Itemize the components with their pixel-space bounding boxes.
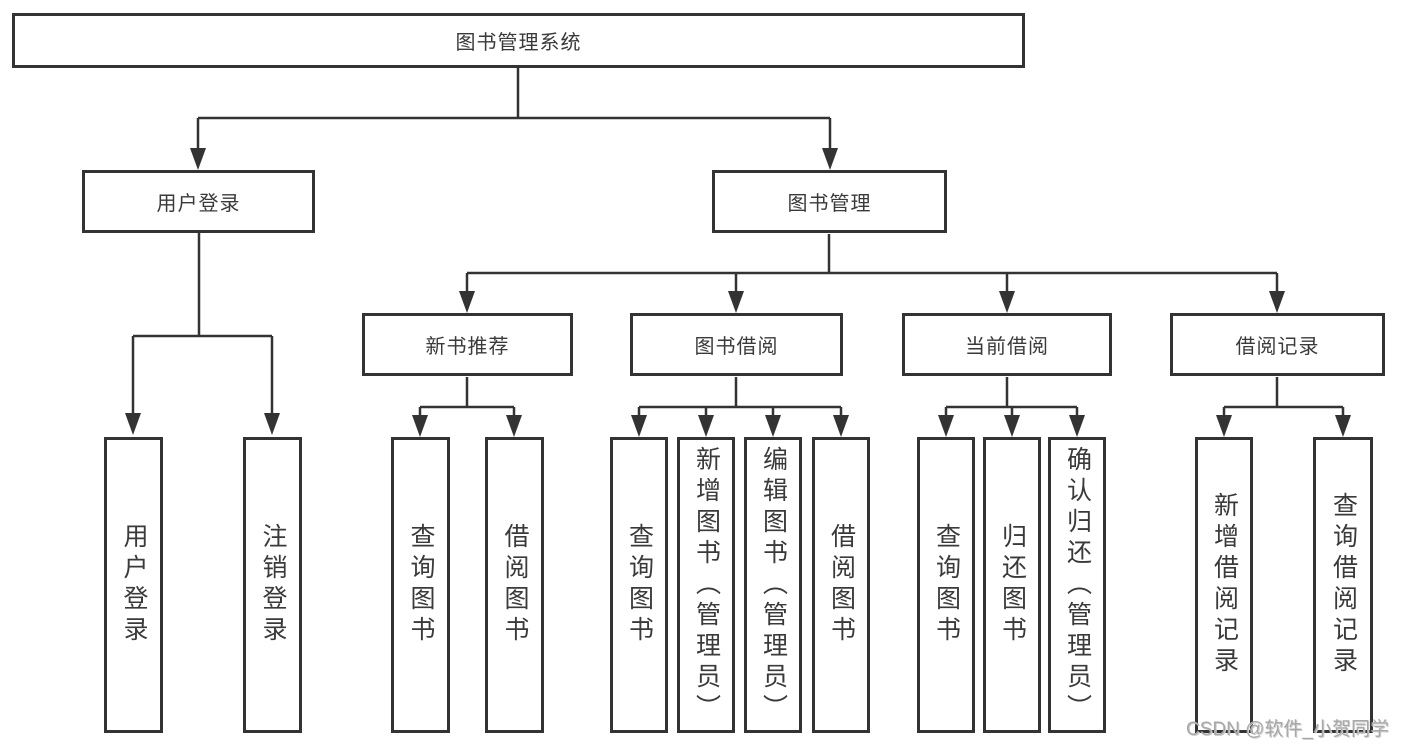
leaf-add-book-admin: 新增图书（管理员） <box>677 437 735 733</box>
node-new-book-recommendation: 新书推荐 <box>362 313 573 376</box>
node-library-management-system: 图书管理系统 <box>12 13 1025 68</box>
leaf-borrow-books-recommend: 借阅图书 <box>485 437 544 733</box>
leaf-query-books-borrowing: 查询图书 <box>610 437 668 733</box>
csdn-watermark: CSDN @软件_小贺同学 <box>1186 719 1389 740</box>
leaf-edit-book-admin: 编辑图书（管理员） <box>744 437 802 733</box>
leaf-logout: 注销登录 <box>243 437 302 733</box>
node-user-login: 用户登录 <box>82 170 315 233</box>
node-book-borrowing: 图书借阅 <box>630 313 843 376</box>
leaf-query-borrow-record: 查询借阅记录 <box>1313 437 1373 733</box>
leaf-user-login: 用户登录 <box>104 437 163 733</box>
leaf-add-borrow-record: 新增借阅记录 <box>1195 437 1253 733</box>
leaf-confirm-return-admin: 确认归还（管理员） <box>1048 437 1106 733</box>
leaf-query-books-recommend: 查询图书 <box>391 437 450 733</box>
node-book-management: 图书管理 <box>712 170 947 233</box>
leaf-query-books-current: 查询图书 <box>917 437 975 733</box>
node-current-borrowing: 当前借阅 <box>902 313 1112 376</box>
leaf-return-books: 归还图书 <box>983 437 1041 733</box>
node-borrowing-records: 借阅记录 <box>1170 313 1385 376</box>
leaf-borrow-books-borrowing: 借阅图书 <box>812 437 870 733</box>
arrowheads <box>125 148 1351 437</box>
